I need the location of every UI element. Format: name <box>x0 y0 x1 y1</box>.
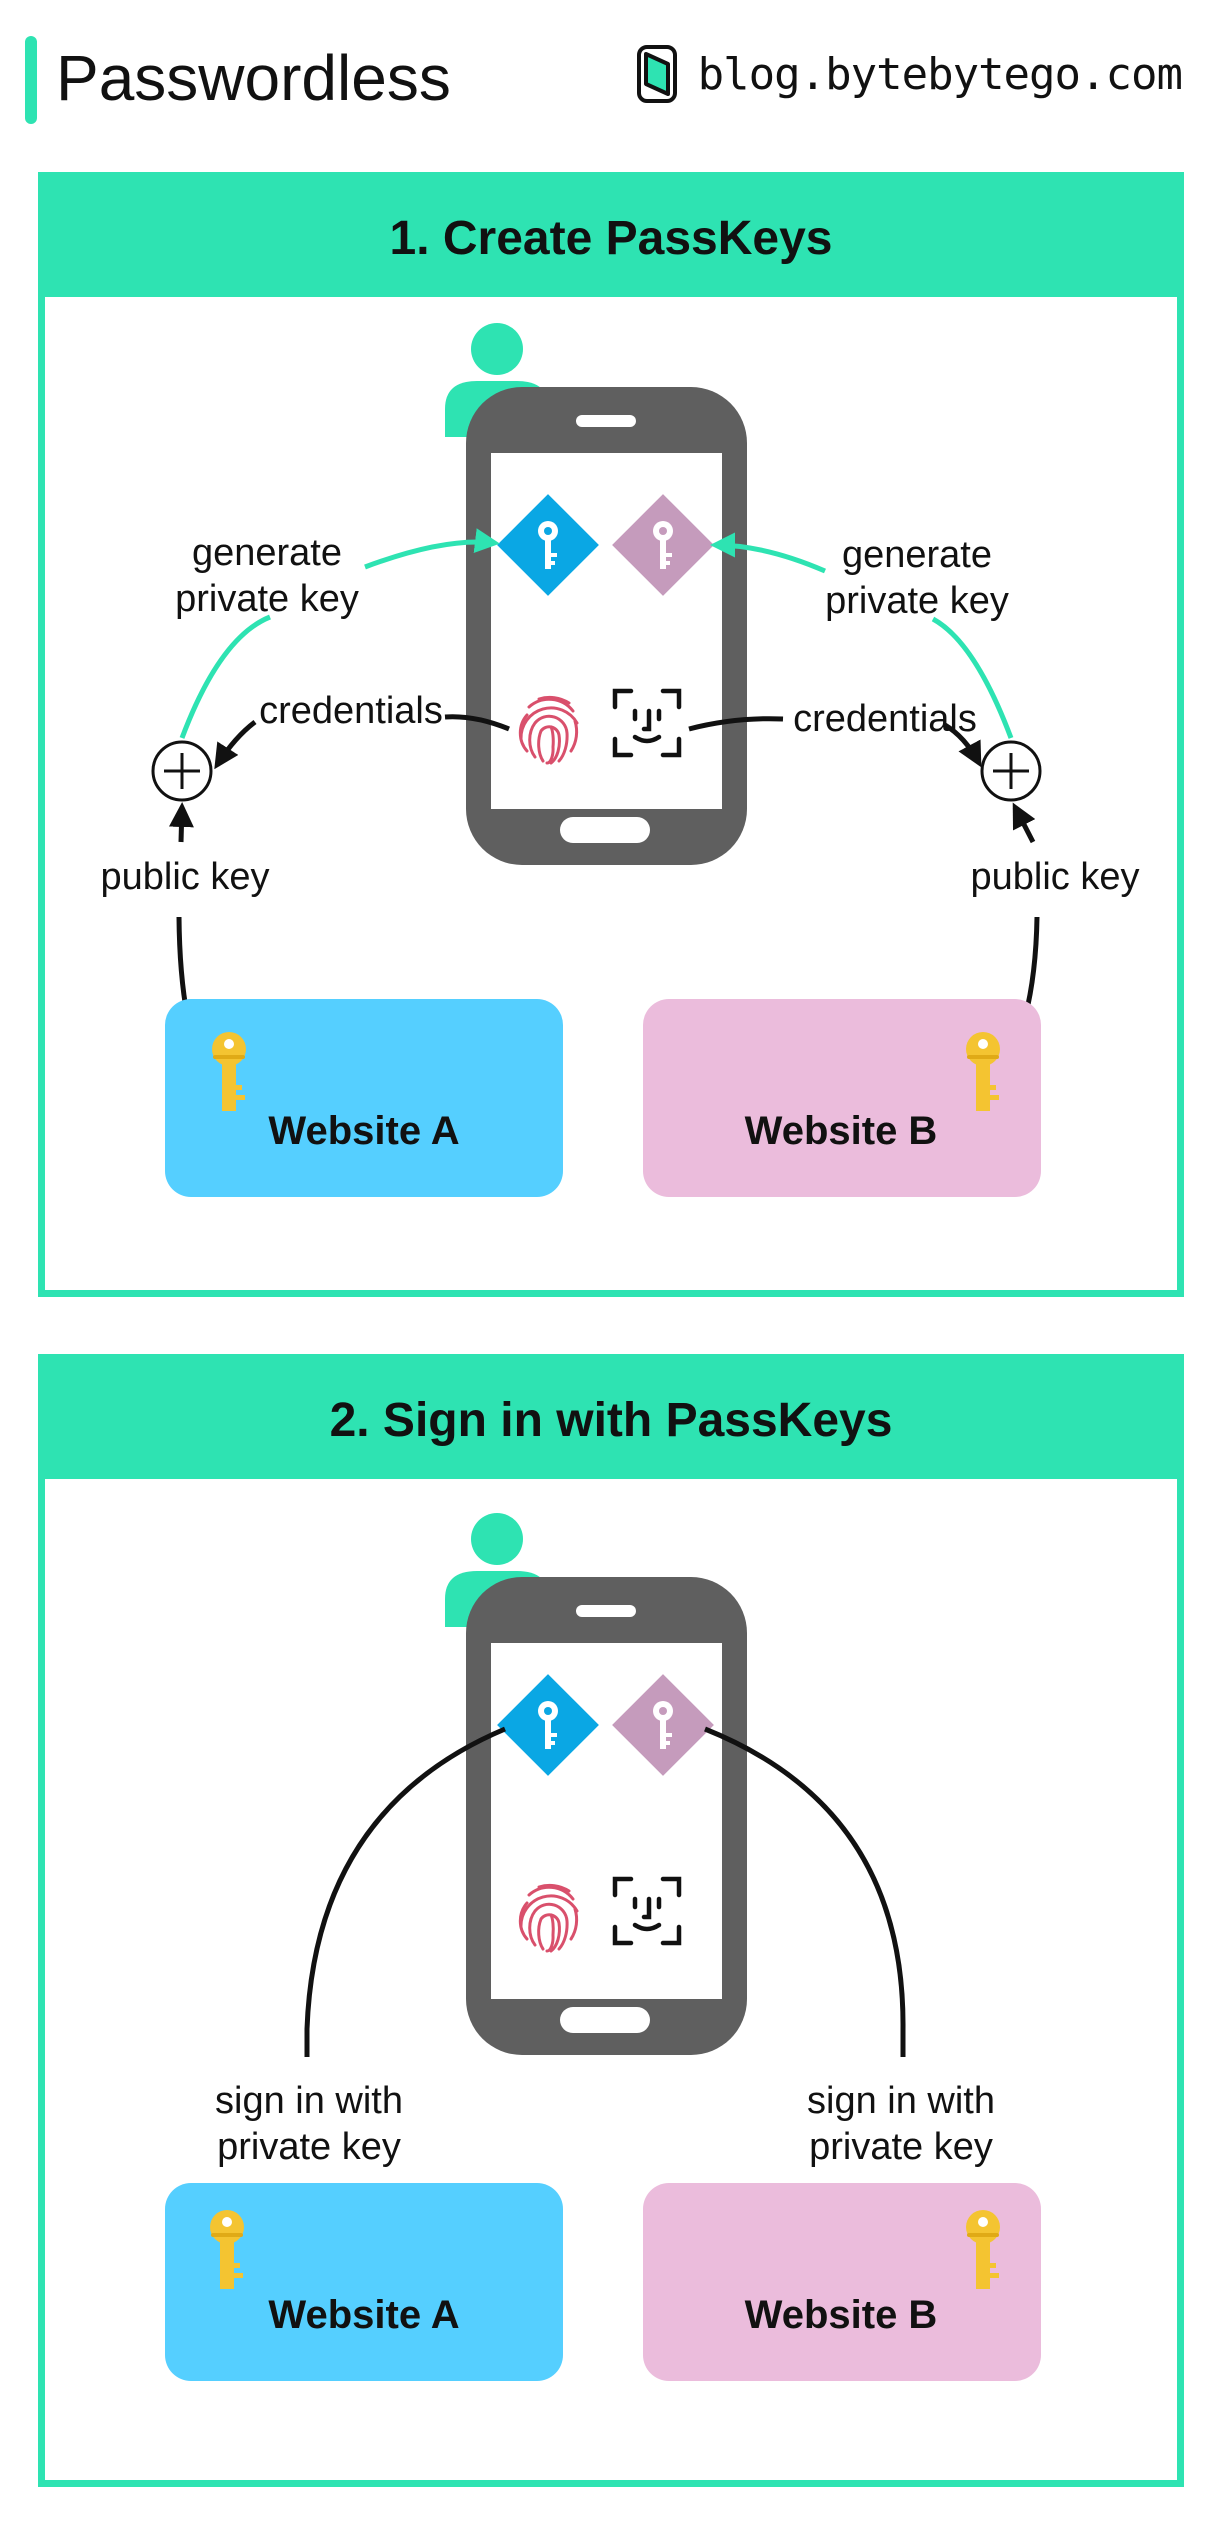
public-key-label: public key <box>101 856 270 898</box>
panel-header: 2. Sign in with PassKeys <box>45 1361 1177 1479</box>
panel-body: generate private key generate private ke… <box>45 297 1177 1290</box>
key-diamond-icon <box>612 1674 714 1776</box>
sign-in-arrow-left <box>304 1726 506 2057</box>
brand-logo-icon <box>636 45 677 103</box>
page-title: Passwordless <box>56 42 451 114</box>
credentials-arrow-left <box>214 720 257 770</box>
sign-in-label: sign in with <box>215 2080 403 2122</box>
smartphone-icon <box>466 387 747 865</box>
website-a-label: Website A <box>268 1109 459 1153</box>
generate-key-arrow-right <box>931 616 1014 739</box>
credentials-arrow-right <box>688 716 784 732</box>
brand[interactable]: blog.bytebytego.com <box>636 44 1183 104</box>
panel-title: 1. Create PassKeys <box>389 211 833 265</box>
brand-url[interactable]: blog.bytebytego.com <box>697 48 1183 100</box>
panel-sign-in-passkeys: 2. Sign in with PassKeys <box>38 1354 1184 2487</box>
plus-circle-icon <box>980 740 1042 802</box>
generate-key-label: generate <box>192 532 342 574</box>
generate-key-label: private key <box>175 578 359 620</box>
generate-key-label: generate <box>842 534 992 576</box>
generate-key-arrow-right <box>710 532 826 574</box>
plus-circle-icon <box>151 740 213 802</box>
website-a-label: Website A <box>268 2293 459 2337</box>
credentials-label: credentials <box>793 698 977 740</box>
sign-in-label: private key <box>217 2126 401 2168</box>
credentials-arrow-left <box>444 714 510 732</box>
website-a-card[interactable]: Website A <box>165 999 563 1197</box>
website-b-label: Website B <box>745 2293 938 2337</box>
website-b-card[interactable]: Website B <box>643 999 1041 1197</box>
credentials-label: credentials <box>259 690 443 732</box>
public-key-arrow-left <box>168 802 194 843</box>
smartphone-icon <box>466 1577 747 2055</box>
sign-in-arrow-right <box>704 1726 906 2057</box>
sign-in-label: sign in with <box>807 2080 995 2122</box>
panel-body: sign in with private key sign in with pr… <box>45 1479 1177 2480</box>
generate-key-label: private key <box>825 580 1009 622</box>
panel-header: 1. Create PassKeys <box>45 179 1177 297</box>
header-accent-bar <box>25 36 37 124</box>
website-b-label: Website B <box>745 1109 938 1153</box>
public-key-label: public key <box>971 856 1140 898</box>
generate-key-arrow-left <box>179 614 271 739</box>
panel-create-passkeys: 1. Create PassKeys <box>38 172 1184 1297</box>
website-a-card[interactable]: Website A <box>165 2183 563 2381</box>
credentials-arrow-right <box>943 722 982 768</box>
website-b-card[interactable]: Website B <box>643 2183 1041 2381</box>
key-diamond-icon <box>497 1674 599 1776</box>
public-key-arrow-right <box>1012 802 1036 844</box>
sign-in-label: private key <box>809 2126 993 2168</box>
panel-title: 2. Sign in with PassKeys <box>329 1393 893 1447</box>
generate-key-arrow-left <box>364 528 500 570</box>
